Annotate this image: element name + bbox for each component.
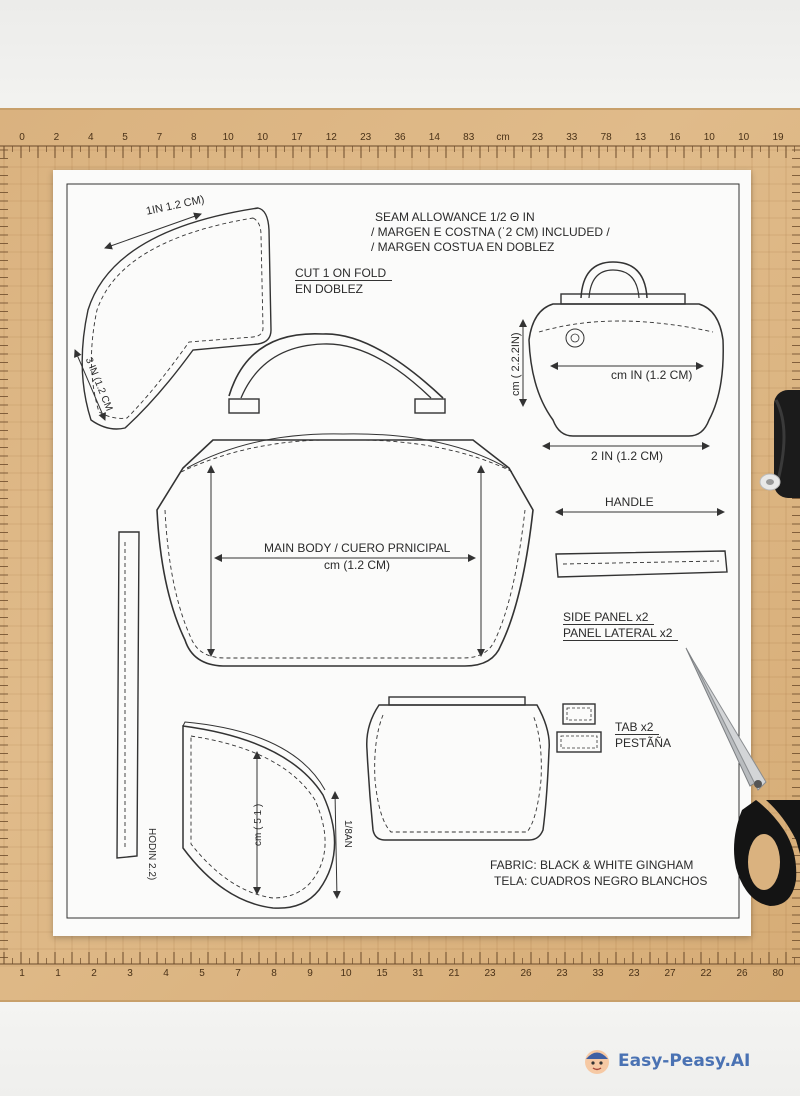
ruler-bottom-number: 15: [376, 968, 388, 979]
seam-allowance-line3: / MARGEN COSTUA EN DOBLEZ: [371, 240, 555, 254]
ruler-bottom-number: 23: [628, 968, 640, 979]
en-doblez-label: EN DOBLEZ: [295, 282, 364, 296]
ruler-top-number: cm: [496, 132, 509, 143]
pattern-sheet: SEAM ALLOWANCE 1/2 Θ IN / MARGEN E COSTN…: [53, 170, 751, 936]
handle-piece: [555, 508, 728, 578]
ruler-top-number: 13: [635, 132, 647, 143]
ruler-top-number: 33: [566, 132, 578, 143]
bottom-piece-dimension-1: HODIN 2.2): [146, 828, 157, 881]
ruler-top-number: 8: [191, 132, 197, 143]
ruler-top-number: 7: [157, 132, 163, 143]
ruler-top-number: 10: [738, 132, 750, 143]
cut-on-fold-label: CUT 1 ON FOLD: [295, 266, 393, 282]
bottom-piece-dimension-2: cm ( 5 1 ): [253, 803, 264, 846]
seam-allowance-line2: / MARGEN E COSTNA (ˈ2 CM) INCLUDED /: [371, 225, 610, 239]
strap-piece: [116, 531, 140, 859]
ruler-top-number: 17: [291, 132, 303, 143]
mascot-icon: [585, 1050, 609, 1074]
ruler-bottom-number: 2: [91, 968, 97, 979]
ruler-top-number: 78: [601, 132, 613, 143]
side-bag-height-dimension: cm ( 2.2.2IN): [510, 332, 522, 396]
ruler-bottom-number: 9: [307, 968, 313, 979]
ruler-bottom-number: 27: [664, 968, 676, 979]
table-surface: [0, 1000, 800, 1096]
fabric-label: FABRIC: BLACK & WHITE GINGHAM: [490, 858, 694, 872]
main-body-label: MAIN BODY / CUERO PRNICIPAL: [264, 541, 451, 555]
watermark: Easy-Peasy.AI: [582, 1046, 750, 1076]
ruler-top-number: 36: [394, 132, 406, 143]
seam-allowance-line1: SEAM ALLOWANCE 1/2 Θ IN: [375, 210, 535, 224]
ruler-top-number: 23: [532, 132, 544, 143]
ruler-bottom-number: 1: [55, 968, 61, 979]
side-bag-bottom-dimension: 2 IN (1.2 CM): [591, 449, 664, 463]
ruler-top-number: 10: [257, 132, 269, 143]
tab-pieces: [556, 703, 602, 753]
tab-label: TAB x2: [615, 720, 660, 736]
ruler-top-number: 14: [429, 132, 441, 143]
ruler-bottom-number: 1: [19, 968, 25, 979]
ruler-bottom-number: 22: [700, 968, 712, 979]
ruler-top-number: 0: [19, 132, 25, 143]
ruler-top-number: 16: [669, 132, 681, 143]
ruler-top-number: 19: [772, 132, 784, 143]
ruler-top-number: 2: [54, 132, 60, 143]
ruler-bottom-number: 10: [340, 968, 352, 979]
main-body-dimension: cm (1.2 CM): [324, 558, 390, 572]
side-bag-width-dimension: cm IN (1.2 CM): [611, 368, 693, 382]
ruler-bottom-number: 80: [772, 968, 784, 979]
side-panel-bag-piece: [519, 261, 724, 450]
handle-label: HANDLE: [605, 495, 654, 509]
ruler-bottom-number: 5: [199, 968, 205, 979]
ruler-top-number: 5: [122, 132, 128, 143]
thread-spool-icon: [759, 390, 800, 498]
panel-lateral-label: PANEL LATERAL x2: [563, 626, 679, 642]
ruler-bottom-number: 4: [163, 968, 169, 979]
ruler-bottom-number: 26: [520, 968, 532, 979]
ruler-top-number: 10: [223, 132, 235, 143]
wall-background: [0, 0, 800, 120]
ruler-bottom-number: 7: [235, 968, 241, 979]
curved-pocket-piece: [74, 207, 272, 430]
ruler-top-number: 10: [704, 132, 716, 143]
watermark-text: Easy-Peasy.AI: [618, 1051, 751, 1071]
lower-panel-piece: [366, 696, 550, 841]
ruler-bottom-number: 3: [127, 968, 133, 979]
ruler-bottom-number: 31: [412, 968, 424, 979]
tela-label: TELA: CUADROS NEGRO BLANCHOS: [494, 874, 708, 888]
ruler-bottom-number: 23: [556, 968, 568, 979]
main-body-piece: [156, 333, 534, 667]
ruler-top-number: 12: [326, 132, 338, 143]
ruler-top-number: 23: [360, 132, 372, 143]
ruler-bottom-number: 33: [592, 968, 604, 979]
bottom-curved-piece: [182, 721, 341, 909]
side-panel-label: SIDE PANEL x2: [563, 610, 655, 626]
scissors-icon: [685, 647, 800, 906]
ruler-bottom-number: 23: [484, 968, 496, 979]
ruler-bottom-number: 8: [271, 968, 277, 979]
ruler-top-number: 4: [88, 132, 94, 143]
ruler-bottom-number: 21: [448, 968, 460, 979]
ruler-top-number: 83: [463, 132, 475, 143]
pattern-drawing: [66, 183, 740, 919]
bottom-piece-dimension-3: 1/8AN: [342, 820, 353, 848]
pestana-label: PESTÃÑA: [615, 736, 672, 750]
ruler-bottom-number: 26: [736, 968, 748, 979]
